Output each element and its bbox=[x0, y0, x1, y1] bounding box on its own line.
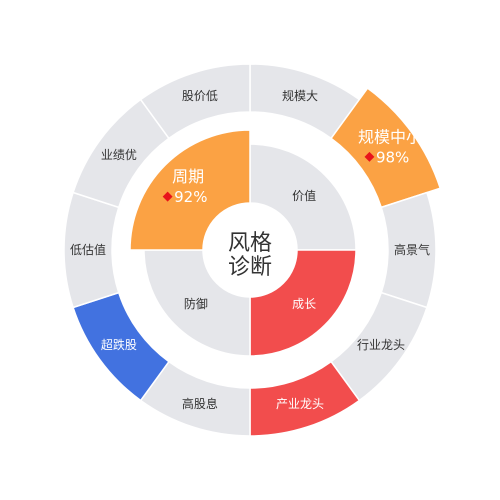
outer-ring-label: 高股息 bbox=[182, 396, 218, 411]
outer-ring-label: 规模大 bbox=[282, 88, 318, 103]
outer-ring-label: 超跌股 bbox=[101, 337, 137, 352]
outer-ring-label: 行业龙头 bbox=[357, 338, 405, 352]
inner-ring-label: 价值 bbox=[292, 188, 316, 203]
center-title-line2: 诊断 bbox=[228, 255, 272, 280]
inner-ring-segment[interactable] bbox=[143, 249, 251, 357]
outer-ring-label: 规模中小 bbox=[358, 127, 422, 146]
outer-ring-label: 产业龙头 bbox=[276, 397, 324, 411]
outer-ring-segment[interactable] bbox=[330, 87, 442, 209]
outer-ring-label: 业绩优 bbox=[101, 148, 137, 162]
inner-ring-label: 周期 bbox=[172, 167, 204, 186]
center-title-line1: 风格 bbox=[228, 231, 272, 256]
outer-ring-label: 低估值 bbox=[70, 242, 106, 257]
outer-ring-segment[interactable] bbox=[139, 63, 251, 140]
inner-ring-segment[interactable] bbox=[249, 143, 357, 251]
inner-ring-percent: 92% bbox=[174, 188, 207, 206]
center-label: 风格 诊断 bbox=[228, 231, 272, 280]
outer-ring-label: 高景气 bbox=[394, 242, 430, 257]
marker-diamond-icon bbox=[364, 151, 375, 162]
inner-ring-segment[interactable] bbox=[249, 249, 357, 357]
outer-ring-label: 股价低 bbox=[182, 89, 218, 103]
inner-ring-label: 成长 bbox=[292, 297, 316, 311]
inner-ring-segment[interactable] bbox=[129, 129, 251, 251]
outer-ring-percent: 98% bbox=[376, 148, 409, 166]
marker-diamond-icon bbox=[162, 191, 173, 202]
inner-ring-label: 防御 bbox=[184, 296, 208, 311]
